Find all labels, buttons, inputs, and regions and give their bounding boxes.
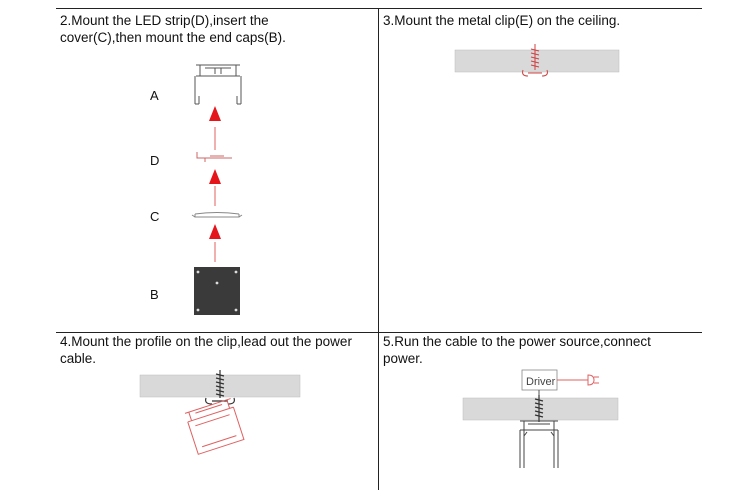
- part-label-b: B: [150, 287, 159, 302]
- step-5-text: 5.Run the cable to the power source,conn…: [383, 333, 651, 367]
- step-5-line-1: 5.Run the cable to the power source,conn…: [383, 334, 651, 349]
- part-label-a: A: [150, 88, 159, 103]
- part-label-d: D: [150, 153, 160, 168]
- table-middle-border: [56, 332, 702, 333]
- step-4-line-1: 4.Mount the profile on the clip,lead out…: [60, 334, 352, 349]
- step-2-line-1: 2.Mount the LED strip(D),insert the: [60, 13, 269, 28]
- step-3-text: 3.Mount the metal clip(E) on the ceiling…: [383, 12, 620, 29]
- step-2-line-2: cover(C),then mount the end caps(B).: [60, 30, 286, 45]
- part-label-c: C: [150, 209, 160, 224]
- step-5-line-2: power.: [383, 351, 423, 366]
- step-4-text: 4.Mount the profile on the clip,lead out…: [60, 333, 352, 367]
- table-center-divider: [378, 8, 379, 490]
- step-2-text: 2.Mount the LED strip(D),insert the cove…: [60, 12, 286, 46]
- step-4-line-2: cable.: [60, 351, 97, 366]
- instruction-table: 2.Mount the LED strip(D),insert the cove…: [56, 8, 702, 490]
- step-3-line-1: 3.Mount the metal clip(E) on the ceiling…: [383, 13, 621, 28]
- table-top-border: [56, 8, 702, 9]
